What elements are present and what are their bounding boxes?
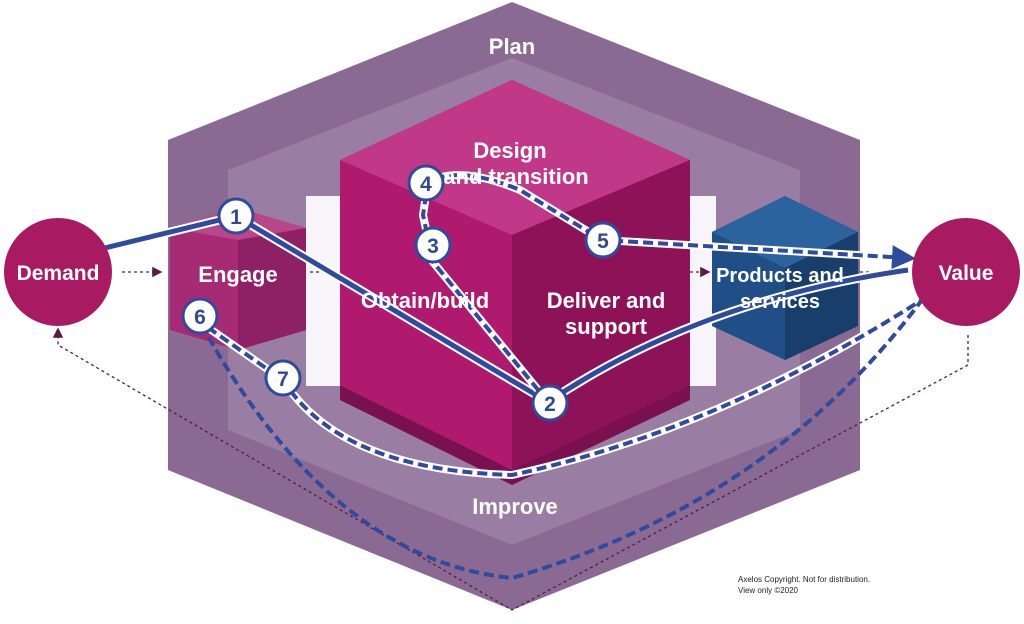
step-marker-2: 2	[531, 384, 569, 422]
copyright-line-1: Axelos Copyright. Not for distribution.	[738, 575, 870, 584]
svg-text:6: 6	[194, 306, 206, 329]
return-value-stream	[198, 284, 934, 581]
copyright-line-2: View only ©2020	[738, 586, 799, 595]
deliver-support-label-line2: support	[565, 314, 648, 339]
products-services-label-line2: services	[740, 291, 820, 313]
svg-text:1: 1	[230, 206, 242, 229]
step-marker-5: 5	[584, 221, 622, 259]
step-marker-6: 6	[181, 297, 219, 335]
value-node: Value	[912, 218, 1020, 326]
demand-label: Demand	[17, 262, 100, 285]
value-label: Value	[939, 262, 994, 285]
improve-label: Improve	[472, 494, 558, 519]
deliver-support-label-line1: Deliver and	[547, 288, 666, 313]
svg-text:2: 2	[544, 393, 556, 416]
products-services-cube	[712, 196, 858, 360]
value-to-demand-feedback-arrow	[52, 327, 969, 611]
step-marker-3: 3	[414, 226, 452, 264]
step-marker-4: 4	[407, 164, 445, 202]
plan-label: Plan	[489, 34, 535, 59]
design-transition-label: and transition	[443, 164, 588, 189]
svg-text:7: 7	[277, 368, 289, 391]
demand-node: Demand	[4, 218, 112, 326]
design-label: Design	[473, 138, 546, 163]
svg-text:5: 5	[597, 230, 609, 253]
products-services-label-line1: Products and	[716, 265, 844, 287]
obtain-build-label: Obtain/build	[361, 288, 489, 313]
svg-text:3: 3	[427, 235, 439, 258]
step-marker-7: 7	[264, 359, 302, 397]
step-marker-1: 1	[217, 197, 255, 235]
svg-text:4: 4	[420, 173, 432, 196]
engage-label: Engage	[198, 262, 277, 287]
